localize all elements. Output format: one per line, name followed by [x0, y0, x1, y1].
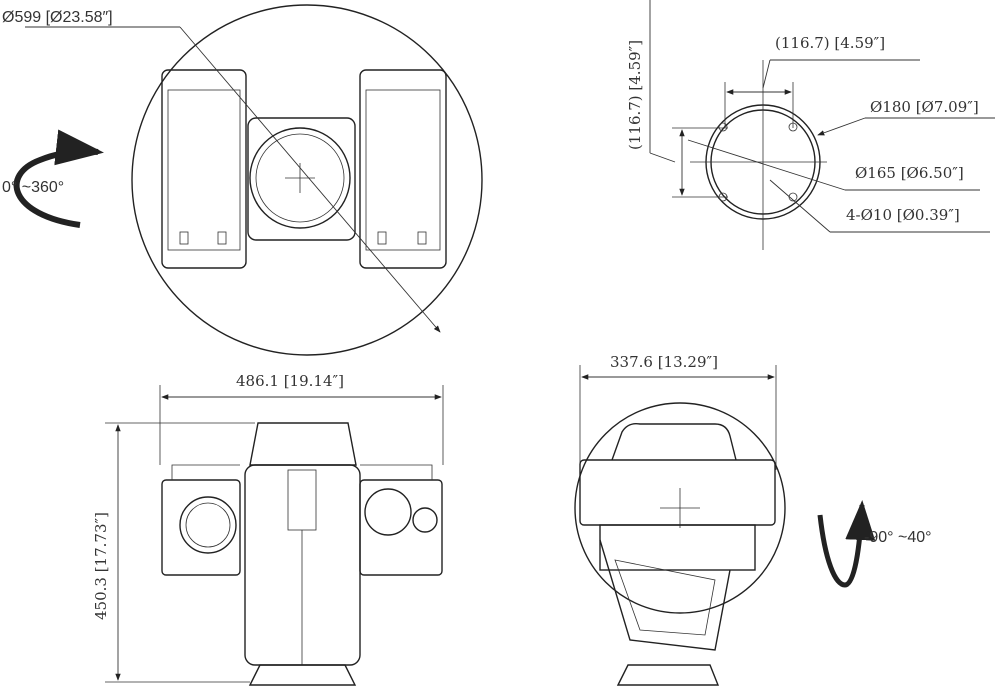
- side-depth-label: 337.6 [13.29″]: [610, 353, 718, 371]
- top-diameter-label: Ø599 [Ø23.58″]: [2, 9, 113, 26]
- inner-diameter-label: Ø165 [Ø6.50″]: [855, 164, 964, 182]
- pan-rotation-arrow-icon: [13, 129, 104, 228]
- mount-view: (116.7) [4.59″] (116.7) [4.59″] Ø180 [Ø7…: [626, 0, 995, 250]
- center-mount: [247, 117, 356, 241]
- pan-range-label: 0° ~360°: [2, 179, 64, 196]
- front-width-label: 486.1 [19.14″]: [236, 372, 344, 390]
- holes-label: 4-Ø10 [Ø0.39″]: [846, 206, 960, 224]
- top-view: Ø599 [Ø23.58″] 0° ~360°: [2, 4, 483, 356]
- mount-height-label: (116.7) [4.59″]: [626, 40, 644, 150]
- tilt-rotation-arrow-icon: [817, 500, 876, 588]
- mount-width-label: (116.7) [4.59″]: [775, 34, 885, 52]
- side-view: 337.6 [13.29″] -90° ~40°: [574, 353, 932, 686]
- front-height-label: 450.3 [17.73″]: [92, 512, 110, 620]
- right-housing: [359, 69, 447, 269]
- outer-diameter-label: Ø180 [Ø7.09″]: [870, 98, 979, 116]
- tilt-range-label: -90° ~40°: [864, 529, 932, 546]
- left-housing: [161, 69, 247, 269]
- front-view: 486.1 [19.14″] 450.3 [17.73″]: [92, 372, 444, 686]
